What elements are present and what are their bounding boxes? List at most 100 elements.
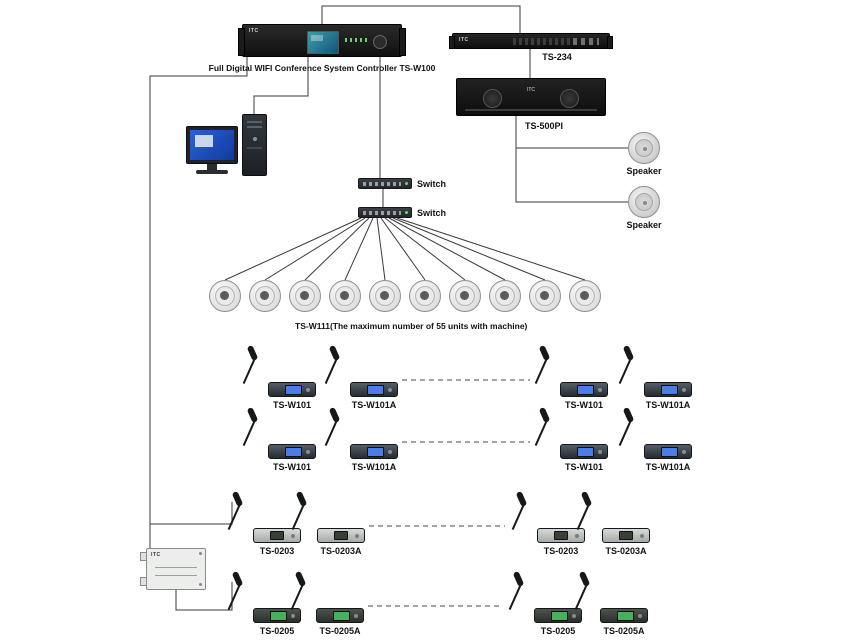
ceiling-unit-4 [329,280,361,312]
mic-screen [577,385,594,395]
wire-controller-ts234 [321,5,521,33]
amp-strip [465,109,597,111]
wire-fanout-1 [224,217,362,281]
ceiling-caption: TS-W111(The maximum number of 55 units w… [295,321,528,331]
switch-led [405,211,408,214]
wire-fanout-4 [344,217,374,281]
mic-neck [291,503,305,530]
ts234-device: ITC [449,33,613,49]
controller-knob [373,35,387,49]
monitor-stand [207,164,217,170]
mic-label-row3-2: TS-0203A [320,546,362,556]
mic-screen [333,611,350,621]
switch-2-label: Switch [417,208,447,218]
switch-ports [363,182,401,186]
mic-label-row2-1: TS-W101 [272,462,311,472]
mic-talk-button [598,450,602,454]
mic-screen [554,531,568,540]
tower-drive-slot [247,147,262,149]
computer-tower [242,114,267,176]
ts234-ports [573,38,599,45]
mic-base [253,528,301,543]
ts234-vents [513,38,573,45]
speaker-dot [643,201,647,205]
mic-base [350,382,398,397]
amp-knob-right [560,89,579,108]
rack-ear-right [607,36,613,49]
mic-neck [534,357,548,384]
mic-talk-button [682,450,686,454]
ceiling-center [340,291,349,300]
mic-ts-w101-row2-1 [240,406,318,460]
mic-base [268,444,316,459]
wire-controller-computer [253,57,309,114]
speaker-2 [628,186,660,218]
mic-screen [334,531,348,540]
mic-label-row2-3: TS-W101 [564,462,603,472]
monitor-window [195,135,213,147]
mic-screen [285,447,302,457]
wire-trunk-row3 [150,502,233,525]
mic-neck [511,503,525,530]
brand-logo: ITC [151,552,161,558]
switch-led [405,182,408,185]
wire-box-row4 [175,582,233,611]
mic-label-row2-2: TS-W101A [351,462,397,472]
mic-neck [618,357,632,384]
controller-leds [345,38,367,42]
switch-1 [358,178,412,189]
mic-talk-button [388,450,392,454]
mic-neck [508,583,522,610]
mic-talk-button [575,534,579,538]
controller-label: Full Digital WIFI Conference System Cont… [208,63,436,73]
ceiling-center [580,291,589,300]
ceiling-unit-5 [369,280,401,312]
speaker-1 [628,132,660,164]
ts500pi-label: TS-500PI [524,121,564,131]
ceiling-center [260,291,269,300]
mic-neck [574,583,588,610]
mic-label-row3-1: TS-0203 [259,546,295,556]
mic-ts-0203a-row3-4 [574,490,652,544]
mic-neck [290,583,304,610]
switch-2 [358,207,412,218]
mic-ts-0203a-row3-2 [289,490,367,544]
mic-base [534,608,582,623]
mic-talk-button [306,450,310,454]
mic-neck [324,357,338,384]
mic-talk-button [354,614,358,618]
ceiling-center [300,291,309,300]
mic-ts-0203-row3-3 [509,490,587,544]
ceiling-unit-9 [529,280,561,312]
ceiling-unit-2 [249,280,281,312]
tower-vent [247,121,262,123]
mic-screen [661,385,678,395]
mic-talk-button [598,388,602,392]
mic-base [602,528,650,543]
mic-base [253,608,301,623]
ceiling-unit-10 [569,280,601,312]
mic-label-row4-4: TS-0205A [603,626,645,636]
mic-talk-button [640,534,644,538]
mic-screen [577,447,594,457]
mic-talk-button [388,388,392,392]
wire-fanout-10 [396,217,586,281]
wire-fanout-2 [264,217,366,281]
power-box-device: ITC [140,548,206,590]
ceiling-center [220,291,229,300]
brand-logo: ITC [526,87,536,93]
mic-base [268,382,316,397]
ceiling-center [500,291,509,300]
mic-screen [619,531,633,540]
mic-label-row1-3: TS-W101 [564,400,603,410]
mic-ts-0205a-row4-2 [288,570,366,624]
switch-ports [363,211,401,215]
mic-neck [534,419,548,446]
mount-flange [140,552,147,561]
mic-base [537,528,585,543]
screw [199,583,202,586]
wire-fanout-7 [384,217,466,281]
mic-neck [618,419,632,446]
wire-fanout-6 [380,217,426,281]
